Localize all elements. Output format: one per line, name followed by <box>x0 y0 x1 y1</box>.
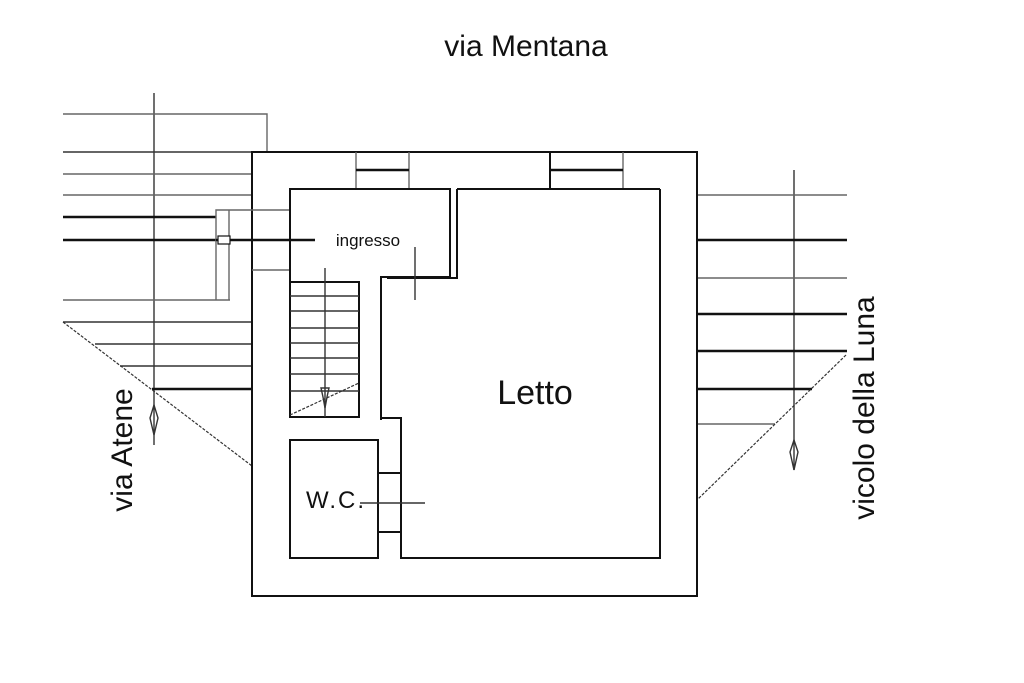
north-window-1 <box>355 152 410 189</box>
door-arrow-icon <box>217 235 231 245</box>
entrance-door <box>215 209 315 300</box>
room-label-wc: W.C. <box>306 487 366 514</box>
slope-arrow-west-icon <box>149 402 159 436</box>
staircase <box>289 268 360 418</box>
room-label-letto: Letto <box>497 374 573 412</box>
stair-arrow-icon <box>320 387 330 409</box>
street-label-east: vicolo della Luna <box>848 296 881 520</box>
wc-room <box>289 439 425 559</box>
slope-arrow-east-icon <box>789 437 799 471</box>
room-label-ingresso: ingresso <box>336 231 400 250</box>
east-street-hatching <box>696 170 847 501</box>
west-street-hatching <box>62 93 268 467</box>
street-label-west: via Atene <box>106 388 139 511</box>
north-window-2 <box>549 152 624 189</box>
street-label-north: via Mentana <box>444 30 608 63</box>
outer-wall <box>251 151 698 597</box>
